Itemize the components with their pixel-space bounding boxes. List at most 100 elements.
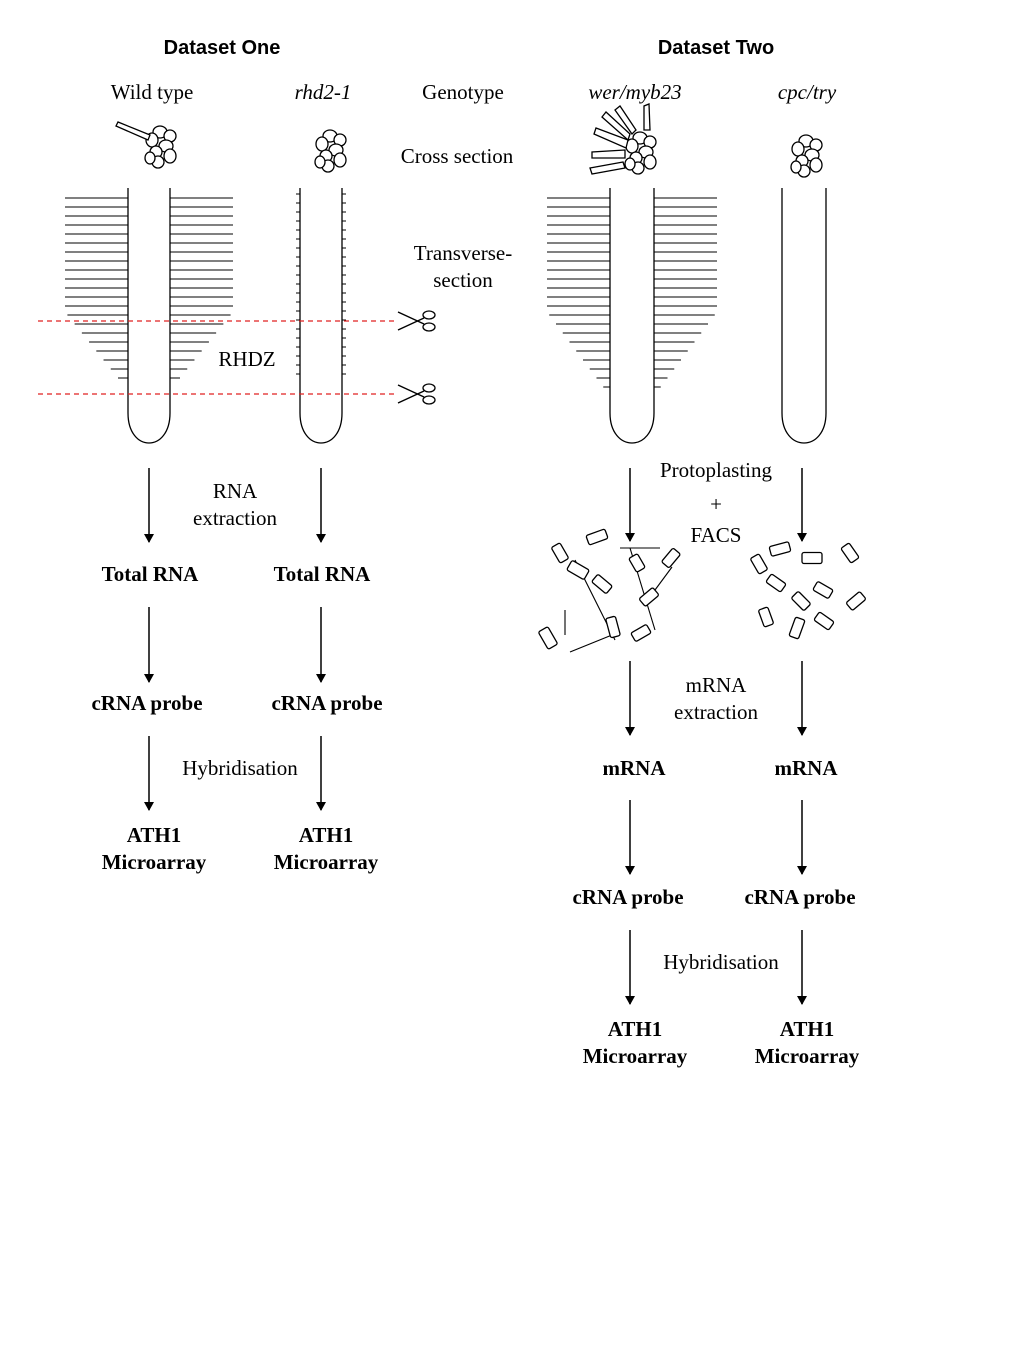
genotype-row-label: Genotype — [422, 80, 504, 104]
genotype-rhd2-1: rhd2-1 — [294, 80, 352, 104]
protoplast-cell-6 — [661, 548, 681, 568]
sorted-cell-4 — [765, 573, 787, 593]
wer-myb23-cross-section-hair-3 — [614, 105, 637, 136]
wer-myb23-cross-section-hair-5 — [589, 161, 626, 175]
wer-myb23-root — [547, 188, 717, 444]
wild-type-cross-section-cell-7 — [144, 151, 156, 165]
mrna-extraction-label: mRNA extraction — [674, 672, 758, 726]
wild-type-cross-section-hair — [115, 121, 151, 141]
rna-extraction-label: RNA extraction — [193, 478, 277, 532]
sorted-cell-5 — [791, 591, 811, 611]
rhd2-ath1-microarray: ATH1 Microarray — [273, 823, 379, 874]
scissors-blade-b — [397, 317, 425, 331]
protoplast-cell-4 — [628, 553, 646, 573]
rna-extraction-line-1: RNA — [212, 479, 258, 503]
scissors-blade-a — [397, 311, 425, 325]
rhd2-cross-section-cell-2 — [315, 136, 329, 152]
wild-type-total-rna: Total RNA — [101, 562, 199, 586]
wild-type-ath1-microarray: ATH1 Microarray — [101, 823, 207, 874]
wild-type-cross-section-cell-5 — [163, 148, 177, 164]
wer-myb23-cross-section-hair-1 — [593, 127, 629, 149]
wer-myb23-cross-section — [589, 103, 657, 175]
wer-myb23-cross-section-cell-5 — [643, 154, 657, 170]
protoplast-hair-4 — [569, 634, 613, 653]
rhd2-total-rna: Total RNA — [273, 562, 371, 586]
cross-section-row-label: Cross section — [400, 144, 514, 168]
wer-myb23-protoplasts — [538, 528, 681, 653]
protoplast-cell-0 — [551, 542, 569, 564]
transverse-section-row-label: Transverse- section — [414, 240, 512, 294]
rhd2-cross-section — [314, 129, 347, 173]
scissors-icon-2 — [397, 383, 436, 405]
wer-myb23-root-outline — [609, 188, 655, 444]
rhd2-root — [296, 188, 346, 444]
protoplast-cell-9 — [630, 624, 652, 642]
cpc-try-mrna: mRNA — [774, 756, 838, 780]
rhd2-cross-section-cell-5 — [333, 152, 347, 168]
wer-myb23-mrna: mRNA — [602, 756, 666, 780]
scissors-handle-a — [422, 322, 436, 332]
mrna-extraction-line-1: mRNA — [685, 673, 747, 697]
protoplast-cell-5 — [639, 587, 659, 607]
genotype-wild-type: Wild type — [110, 80, 194, 104]
wild-type-crna-probe: cRNA probe — [91, 691, 203, 715]
transverse-section-line-2: section — [433, 268, 493, 292]
cpc-try-root — [781, 188, 827, 444]
cpc-try-cross-section-cell-2 — [791, 141, 805, 157]
wild-type-root-outline — [127, 188, 171, 444]
cpc-try-crna-probe: cRNA probe — [744, 885, 856, 909]
sorted-cell-0 — [750, 553, 768, 575]
cpc-try-sorted-cells — [750, 541, 866, 640]
cpc-try-root-outline — [781, 188, 827, 444]
scissors-blade-a — [397, 384, 425, 398]
scissors-handle-b — [422, 383, 436, 393]
wer-myb23-crna-probe: cRNA probe — [572, 885, 684, 909]
dataset-one-hybridisation-label: Hybridisation — [182, 756, 298, 780]
scissors-blade-b — [397, 390, 425, 404]
rna-extraction-line-2: extraction — [193, 506, 277, 530]
cpc-try-cross-section — [790, 134, 823, 178]
protoplast-cell-8 — [605, 615, 621, 639]
wild-type-cross-section — [115, 121, 177, 169]
cpc-try-cross-section-cell-5 — [809, 157, 823, 173]
facs-label: FACS — [690, 523, 742, 547]
mrna-extraction-line-2: extraction — [674, 700, 758, 724]
cpc-try-cross-section-cell-7 — [790, 160, 802, 174]
protoplast-cell-1 — [585, 528, 609, 546]
protoplast-cell-7 — [538, 626, 558, 650]
protoplast-cell-2 — [566, 560, 590, 580]
protoplasting-label: Protoplasting — [659, 458, 773, 482]
genotype-cpc-try: cpc/try — [777, 80, 837, 104]
protoplast-hair-3 — [654, 566, 673, 591]
wild-type-root — [65, 188, 233, 444]
sorted-cell-8 — [788, 616, 806, 640]
wer-myb23-cross-section-hair-2 — [601, 111, 631, 142]
wer-myb23-cross-section-hair-0 — [591, 149, 626, 159]
scissors-handle-b — [422, 310, 436, 320]
transverse-section-line-1: Transverse- — [413, 241, 513, 265]
rhd2-root-outline — [299, 188, 343, 444]
sorted-cell-9 — [813, 611, 835, 631]
wer-myb23-ath1-microarray: ATH1 Microarray — [582, 1017, 688, 1068]
sorted-cell-7 — [758, 606, 774, 628]
sorted-cell-6 — [812, 581, 834, 599]
scissors-icon-1 — [397, 310, 436, 332]
genotype-wer-myb23: wer/myb23 — [588, 80, 682, 104]
dataset-one-title: Dataset One — [163, 37, 281, 59]
sorted-cell-2 — [801, 551, 823, 565]
rhdz-label: RHDZ — [218, 347, 276, 371]
rhd2-cross-section-cell-7 — [314, 155, 326, 169]
cpc-try-ath1-microarray: ATH1 Microarray — [754, 1017, 860, 1068]
scissors-handle-a — [422, 395, 436, 405]
wer-myb23-cross-section-cell-7 — [624, 157, 636, 171]
protoplast-cell-3 — [591, 574, 613, 594]
sorted-cell-10 — [846, 591, 866, 611]
wer-myb23-cross-section-hair-4 — [643, 103, 651, 131]
plus-label: + — [710, 492, 722, 516]
sorted-cell-3 — [840, 542, 860, 564]
rhd2-crna-probe: cRNA probe — [271, 691, 383, 715]
dataset-two-hybridisation-label: Hybridisation — [663, 950, 779, 974]
dataset-two-title: Dataset Two — [657, 37, 775, 59]
